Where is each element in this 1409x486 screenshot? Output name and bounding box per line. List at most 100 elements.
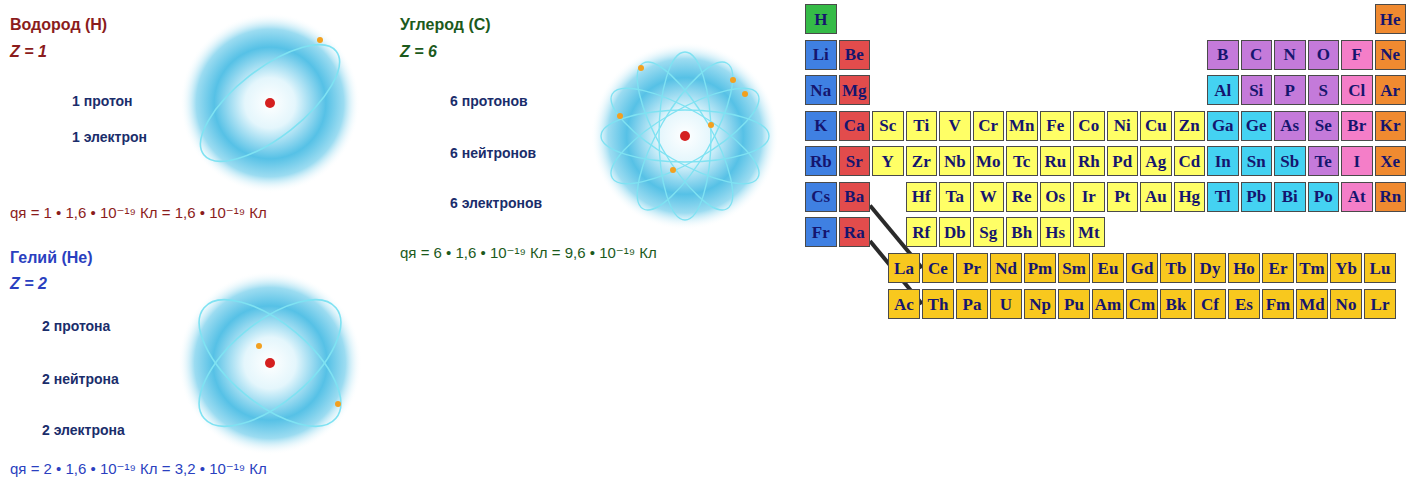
element-symbol: Bk	[1166, 296, 1187, 313]
element-symbol: Mt	[1078, 224, 1100, 241]
electron-cloud	[178, 271, 362, 455]
element-cell: Ta	[939, 182, 971, 212]
atom-label: 6 протонов	[450, 94, 528, 109]
element-cell: Zn	[1174, 111, 1206, 141]
element-cell: Ne	[1375, 40, 1407, 70]
atom-label: Z = 6	[400, 43, 437, 61]
element-symbol: Cr	[978, 117, 998, 134]
element-cell: Bk	[1160, 289, 1192, 319]
element-symbol: Hf	[912, 188, 931, 205]
element-symbol: P	[1285, 82, 1295, 99]
element-cell: Cl	[1341, 75, 1373, 105]
element-symbol: O	[1317, 46, 1330, 63]
element-symbol: La	[894, 260, 914, 277]
element-symbol: Po	[1314, 188, 1333, 205]
element-cell: Ti	[906, 111, 938, 141]
atom-label: Z = 2	[10, 275, 47, 293]
element-symbol: Cm	[1129, 296, 1155, 313]
element-symbol: Cf	[1201, 296, 1219, 313]
carbon-atom	[591, 42, 779, 230]
nucleus	[265, 98, 275, 108]
element-symbol: Zn	[1179, 117, 1200, 134]
element-symbol: Sr	[846, 153, 863, 170]
element-cell: Ac	[888, 289, 920, 319]
atom-label: 6 нейтронов	[450, 146, 536, 161]
element-symbol: Pr	[963, 260, 981, 277]
element-cell: Ar	[1375, 75, 1407, 105]
element-cell: Lr	[1364, 289, 1396, 319]
element-cell: Li	[805, 40, 837, 70]
element-cell: Tc	[1006, 146, 1038, 176]
element-cell: Dy	[1194, 253, 1226, 283]
element-cell: Si	[1241, 75, 1273, 105]
element-symbol: At	[1348, 188, 1366, 205]
element-symbol: Hs	[1045, 224, 1065, 241]
element-symbol: Si	[1249, 82, 1263, 99]
element-cell: H	[805, 4, 837, 34]
element-symbol: Ne	[1380, 46, 1400, 63]
electron-cloud	[180, 13, 360, 193]
element-cell: Lu	[1364, 253, 1396, 283]
element-symbol: Pb	[1246, 188, 1266, 205]
element-symbol: Nb	[944, 153, 966, 170]
element-symbol: Ag	[1145, 153, 1166, 170]
element-cell: Ge	[1241, 111, 1273, 141]
element-cell: Am	[1092, 289, 1124, 319]
element-symbol: K	[814, 117, 827, 134]
element-cell: Tm	[1296, 253, 1328, 283]
atom-label: Водород (H)	[10, 16, 107, 34]
element-symbol: Tm	[1299, 260, 1325, 277]
element-symbol: Te	[1315, 153, 1332, 170]
element-cell: Pb	[1241, 182, 1273, 212]
element-symbol: Sm	[1062, 260, 1086, 277]
element-cell: Sg	[973, 217, 1005, 247]
atom-label: 1 электрон	[72, 130, 147, 145]
electron	[256, 343, 262, 349]
element-symbol: Dy	[1200, 260, 1221, 277]
element-symbol: Mo	[976, 153, 1001, 170]
element-cell: Al	[1207, 75, 1239, 105]
element-symbol: Rn	[1379, 188, 1401, 205]
element-symbol: Mn	[1009, 117, 1035, 134]
element-symbol: Pu	[1064, 296, 1084, 313]
element-cell: U	[990, 289, 1022, 319]
element-cell: Pu	[1058, 289, 1090, 319]
element-cell: Mg	[839, 75, 871, 105]
element-symbol: F	[1352, 46, 1362, 63]
element-cell: Rb	[805, 146, 837, 176]
element-symbol: Zr	[912, 153, 931, 170]
element-symbol: V	[949, 117, 961, 134]
element-symbol: Ar	[1380, 82, 1400, 99]
element-symbol: Rf	[912, 224, 930, 241]
element-symbol: Nd	[995, 260, 1017, 277]
element-cell: Ir	[1073, 182, 1105, 212]
element-symbol: Kr	[1380, 117, 1401, 134]
electron	[335, 401, 341, 407]
nucleus	[680, 131, 690, 141]
element-cell: In	[1207, 146, 1239, 176]
element-symbol: Ti	[913, 117, 929, 134]
element-cell: Po	[1308, 182, 1340, 212]
element-symbol: Sn	[1247, 153, 1266, 170]
electron-orbit	[183, 24, 357, 181]
element-cell: Pd	[1107, 146, 1139, 176]
atom-label: 6 электронов	[450, 196, 542, 211]
element-symbol: Th	[928, 296, 949, 313]
element-symbol: W	[980, 188, 997, 205]
element-cell: Db	[939, 217, 971, 247]
element-cell: Cr	[973, 111, 1005, 141]
element-symbol: Fm	[1266, 296, 1291, 313]
electron-orbits	[599, 50, 770, 221]
element-symbol: Es	[1235, 296, 1253, 313]
element-cell: B	[1207, 40, 1239, 70]
element-cell: Pa	[956, 289, 988, 319]
element-cell: Cu	[1140, 111, 1172, 141]
element-cell: Er	[1262, 253, 1294, 283]
element-cell: V	[939, 111, 971, 141]
helium-atom	[178, 271, 362, 455]
element-cell: N	[1274, 40, 1306, 70]
element-symbol: Fr	[812, 224, 830, 241]
element-symbol: Tl	[1215, 188, 1231, 205]
element-symbol: Pt	[1114, 188, 1130, 205]
element-cell: Mn	[1006, 111, 1038, 141]
